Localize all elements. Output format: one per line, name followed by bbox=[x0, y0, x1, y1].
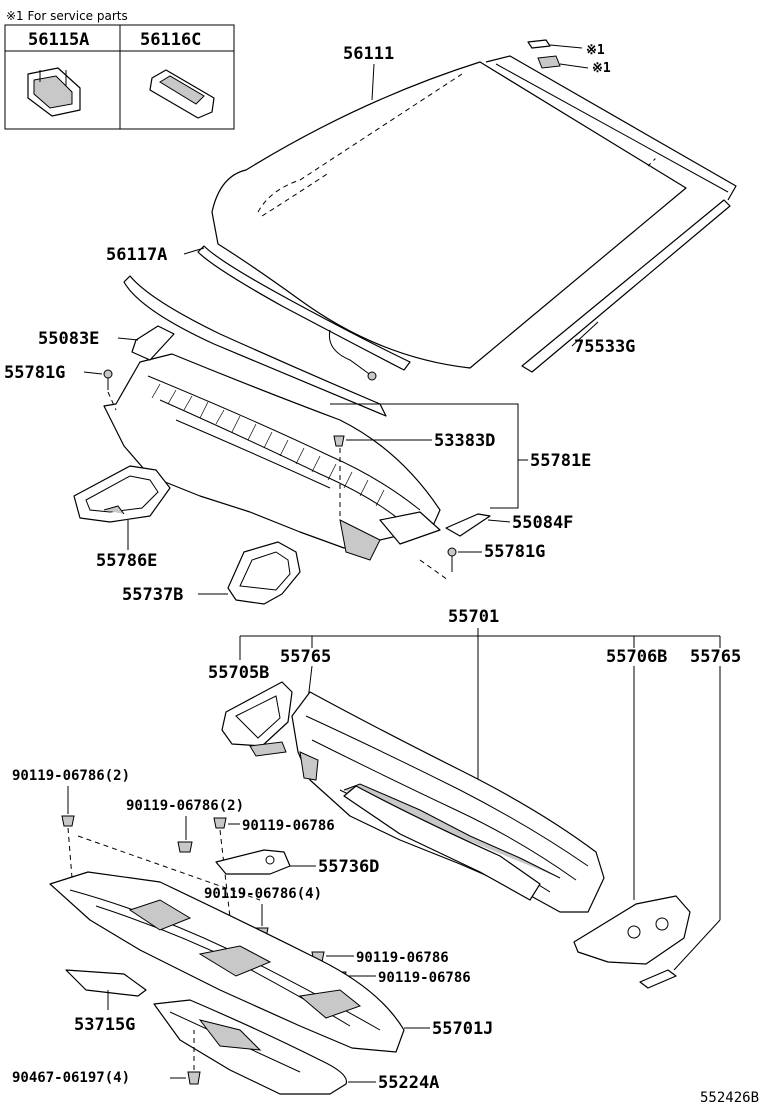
cowl-weatherstrip bbox=[123, 275, 387, 417]
seal-55765-right bbox=[639, 969, 677, 989]
label-55705b: 55705B bbox=[208, 663, 269, 683]
service-parts-note: ※1 For service parts bbox=[6, 9, 128, 23]
label-90467-06197-4: 90467-06197(4) bbox=[12, 1070, 130, 1086]
label-90119-06786-2-mid: 90119-06786(2) bbox=[126, 798, 244, 814]
label-55701j: 55701J bbox=[432, 1019, 493, 1039]
clip-53383d bbox=[333, 435, 345, 520]
label-55737b: 55737B bbox=[122, 585, 183, 605]
panel-55224a bbox=[153, 999, 348, 1095]
label-55701: 55701 bbox=[448, 607, 499, 627]
bracket-55706b bbox=[573, 895, 691, 965]
label-55781e: 55781E bbox=[530, 451, 591, 471]
service-mark-2: ※1 bbox=[592, 61, 611, 76]
clip-55781g-bottom bbox=[419, 547, 457, 581]
windshield-glass-56111 bbox=[211, 61, 687, 369]
cap-55084f bbox=[445, 513, 491, 537]
label-55083e: 55083E bbox=[38, 329, 99, 349]
moulding-75533g bbox=[521, 199, 731, 373]
glass-moulding-56111-edge bbox=[485, 55, 737, 201]
label-90119-06786-single-b: 90119-06786 bbox=[356, 950, 449, 966]
bracket-53715g bbox=[65, 969, 147, 997]
bracket-55705b bbox=[221, 681, 293, 757]
label-55781g-bottom: 55781G bbox=[484, 542, 545, 562]
bolt-90119-left bbox=[61, 815, 75, 879]
service-parts-inset: 56115A 56116C bbox=[4, 24, 235, 130]
cowl-panel-55701 bbox=[291, 691, 605, 913]
inset-part-56115a: 56115A bbox=[28, 30, 89, 50]
service-clip-upper bbox=[527, 39, 583, 49]
cowl-panel-lower-rail bbox=[343, 785, 541, 901]
inset-part-56116c: 56116C bbox=[140, 30, 201, 50]
bolt-90119-mid bbox=[77, 835, 261, 901]
figure-code: 552426B bbox=[700, 1090, 759, 1106]
seal-55786e bbox=[73, 465, 171, 523]
label-55224a: 55224A bbox=[378, 1073, 439, 1093]
label-75533g: 75533G bbox=[574, 337, 635, 357]
label-90119-06786-single-a: 90119-06786 bbox=[242, 818, 335, 834]
clip-90467-06197 bbox=[187, 1030, 201, 1085]
service-clip-lower bbox=[537, 55, 589, 69]
clip-56116c-drawing bbox=[149, 69, 215, 119]
label-55765-right: 55765 bbox=[690, 647, 741, 667]
label-90119-06786-single-c: 90119-06786 bbox=[378, 970, 471, 986]
label-53383d: 53383D bbox=[434, 431, 495, 451]
cap-55083e bbox=[131, 325, 175, 361]
label-55781g-top: 55781G bbox=[4, 363, 65, 383]
label-55084f: 55084F bbox=[512, 513, 573, 533]
label-56117a: 56117A bbox=[106, 245, 167, 265]
bracket-55736d bbox=[215, 849, 291, 875]
service-mark-1: ※1 bbox=[586, 43, 605, 58]
clip-56115a-drawing bbox=[27, 67, 81, 117]
label-55706b: 55706B bbox=[606, 647, 667, 667]
label-55765-left: 55765 bbox=[280, 647, 331, 667]
label-56111: 56111 bbox=[343, 44, 394, 64]
seal-55737b bbox=[227, 541, 301, 605]
label-90119-06786-4: 90119-06786(4) bbox=[204, 886, 322, 902]
panel-55701j bbox=[49, 871, 405, 1053]
label-53715g: 53715G bbox=[74, 1015, 135, 1035]
label-90119-06786-2-left: 90119-06786(2) bbox=[12, 768, 130, 784]
label-55736d: 55736D bbox=[318, 857, 379, 877]
label-55786e: 55786E bbox=[96, 551, 157, 571]
cowl-top-panel-55781e bbox=[103, 353, 441, 561]
clip-55781g-top bbox=[103, 369, 117, 411]
dam-strip-56117a bbox=[197, 245, 411, 381]
